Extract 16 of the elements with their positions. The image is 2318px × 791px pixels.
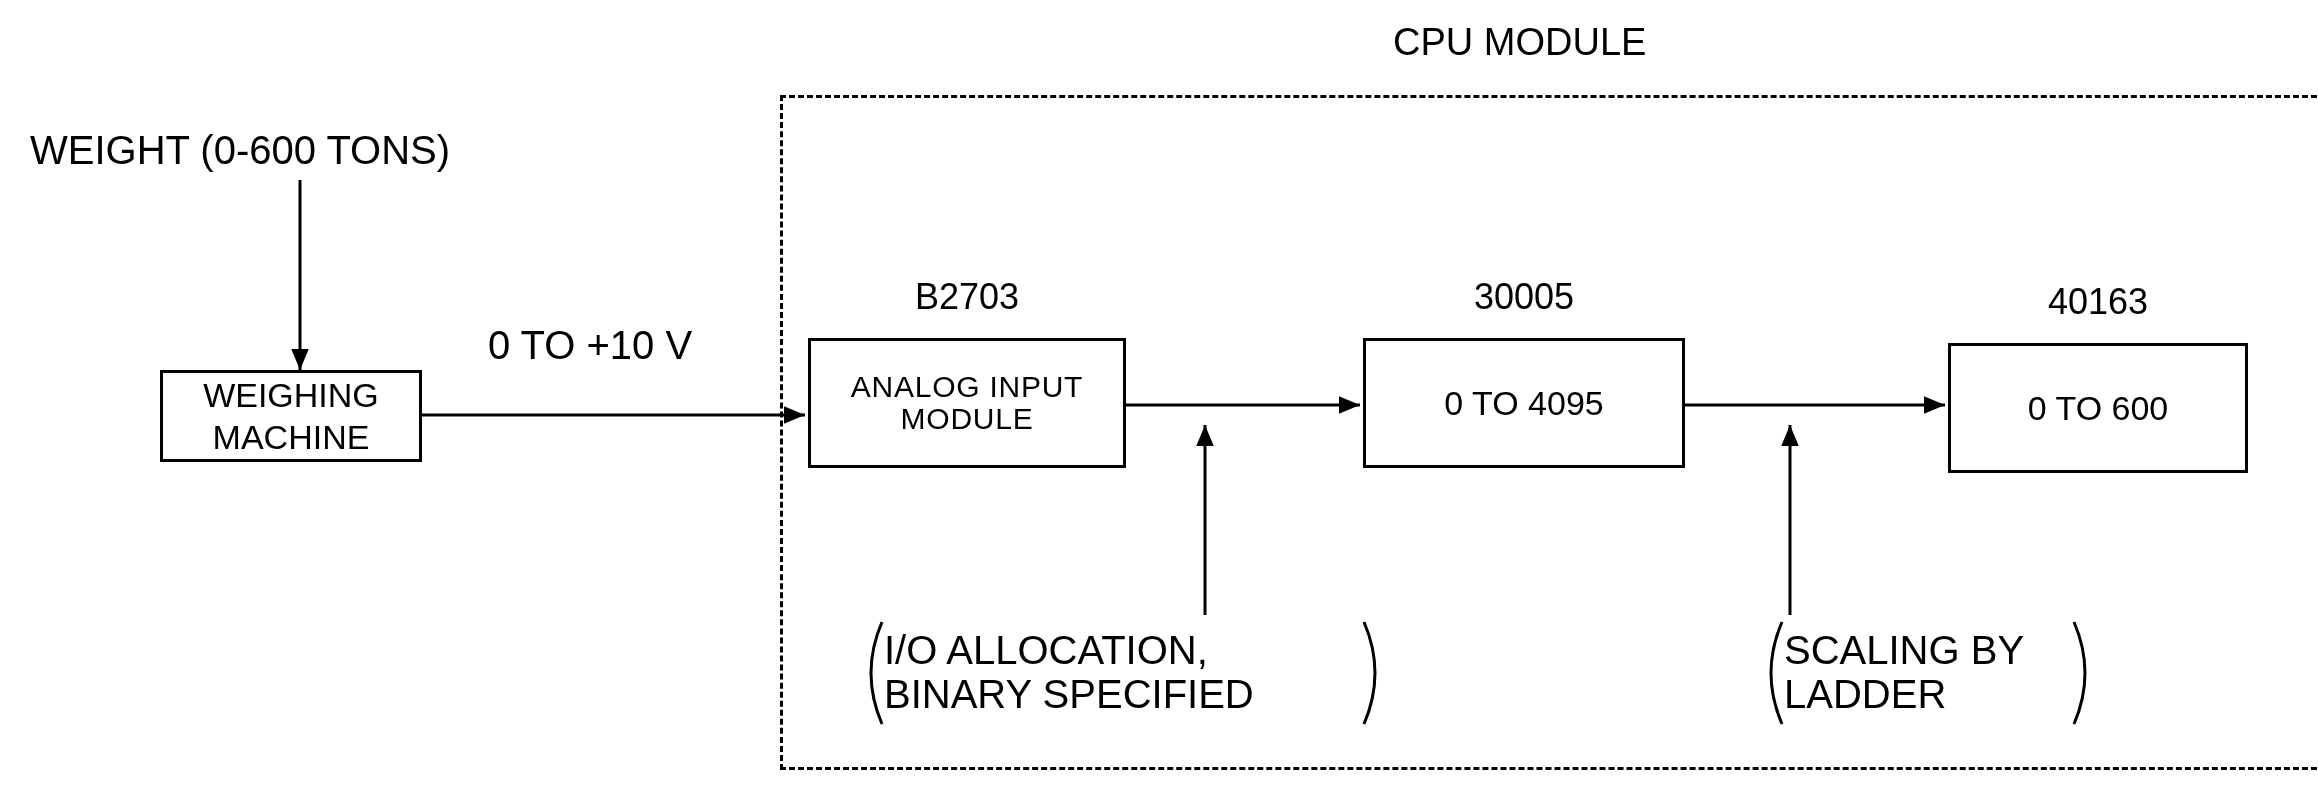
signal-arrow — [291, 180, 309, 370]
process-box — [160, 370, 422, 462]
input-label: WEIGHT (0-600 TONS) — [30, 120, 750, 180]
box-text: WEIGHING MACHINE — [202, 374, 380, 458]
address-label: 40163 — [2046, 284, 2150, 320]
signal-arrow — [422, 406, 805, 424]
leader-arrow — [1781, 425, 1799, 615]
box-text: 0 TO 4095 — [1444, 382, 1604, 424]
address-label: B2703 — [913, 279, 1021, 315]
leader-arrow — [1196, 425, 1214, 615]
address-label: 30005 — [1472, 279, 1576, 315]
module-title: CPU MODULE — [1393, 23, 1647, 61]
box-text: ANALOG INPUT MODULE — [849, 371, 1085, 435]
annotation-text: SCALING BY LADDER — [1784, 628, 2025, 716]
annotation-text: I/O ALLOCATION, BINARY SPECIFIED — [884, 628, 1255, 716]
box-text: 0 TO 600 — [2027, 387, 2169, 429]
